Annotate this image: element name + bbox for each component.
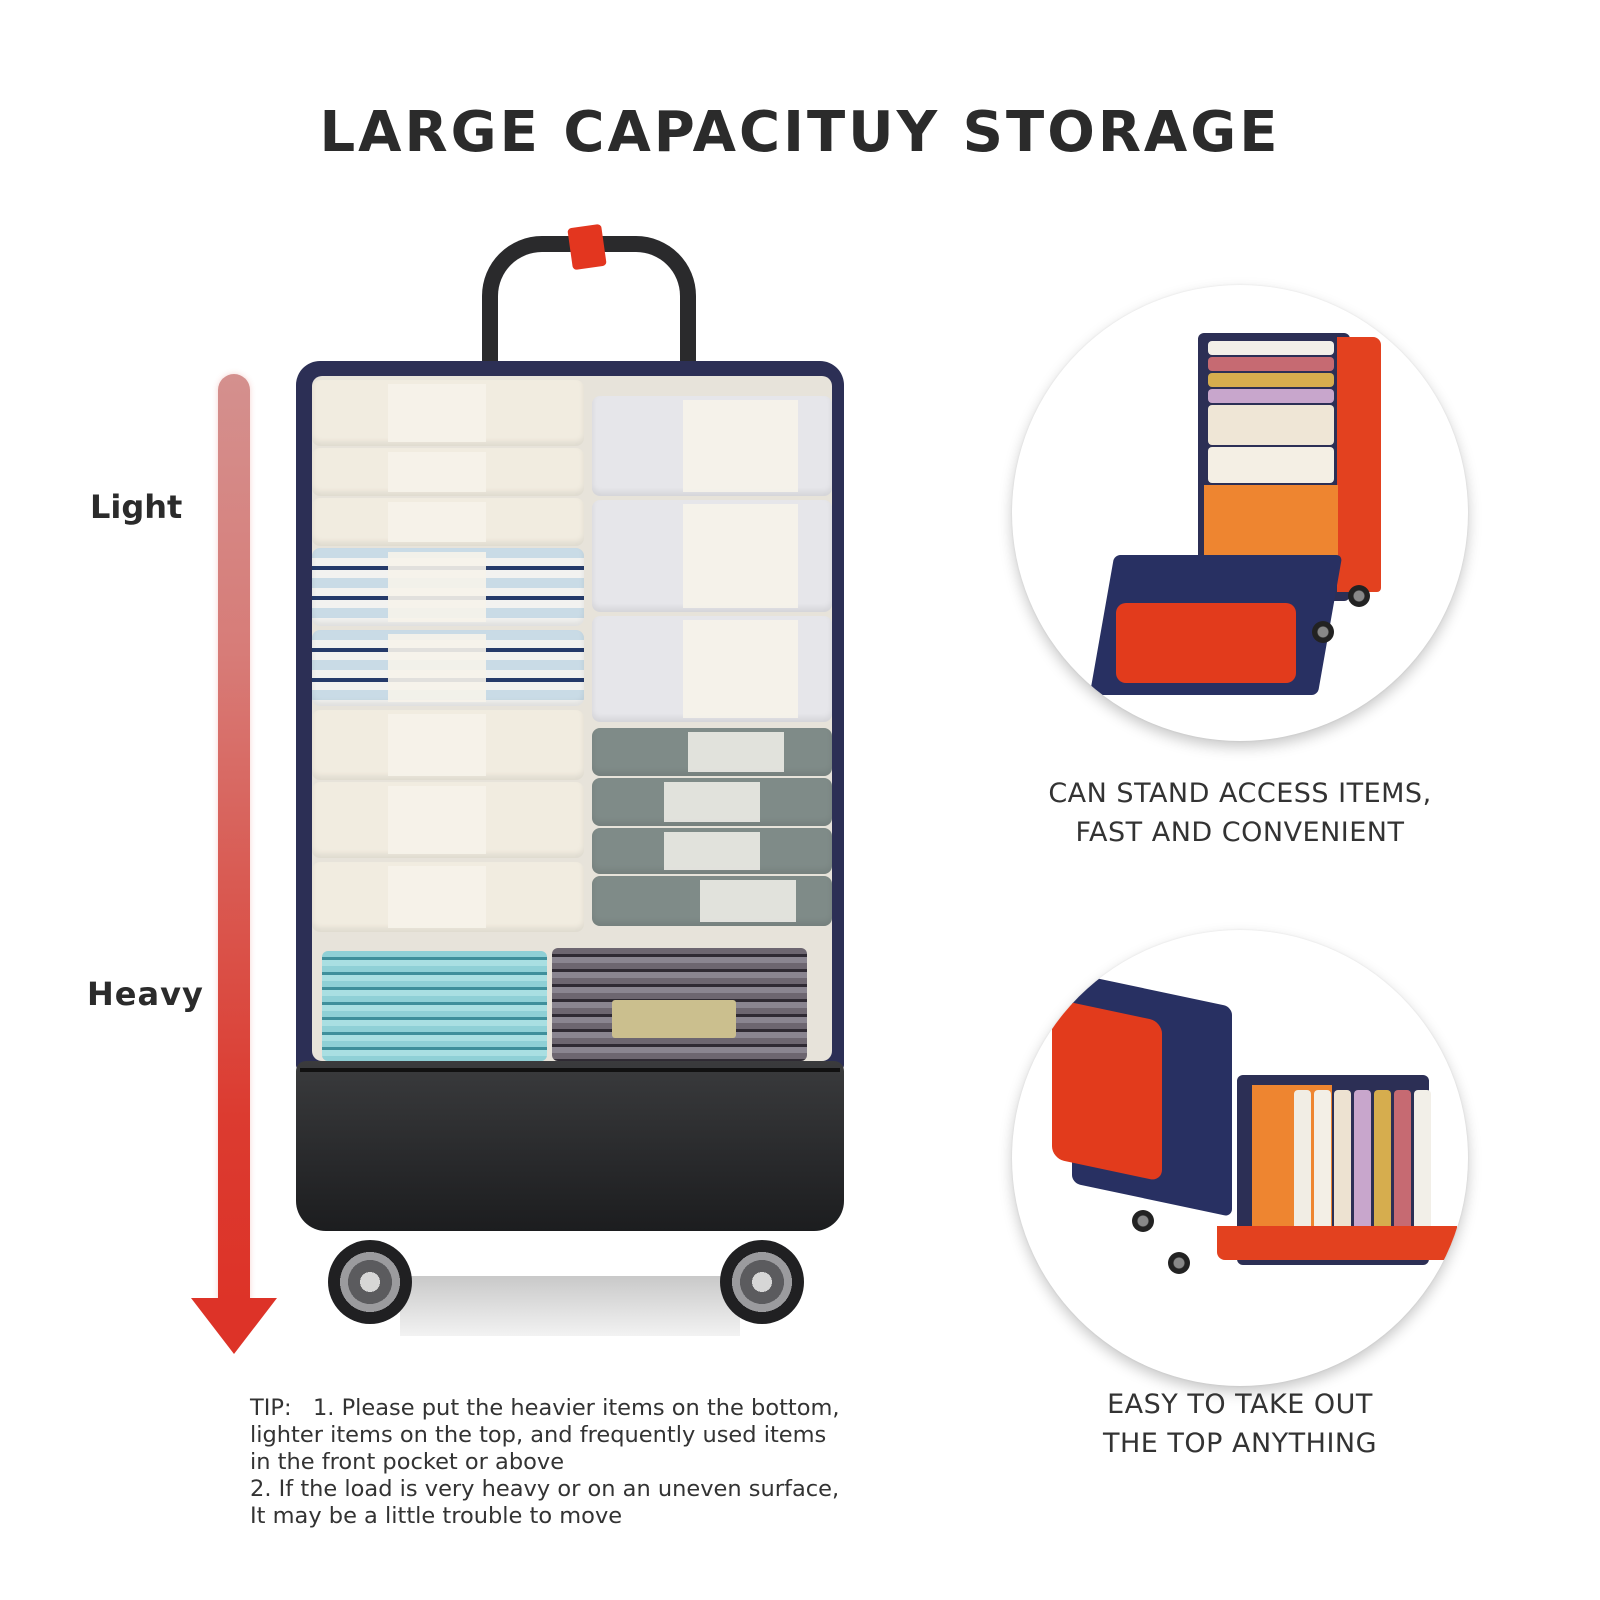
- clothing-roll: [312, 782, 584, 858]
- clothing-roll: [592, 876, 832, 926]
- clothing-roll: [312, 498, 584, 546]
- clothing-roll: [312, 448, 584, 496]
- mini-suitcase-side: [1217, 1226, 1457, 1260]
- tip-line: in the front pocket or above: [250, 1449, 565, 1475]
- towel: [1314, 1090, 1331, 1230]
- towel: [1294, 1090, 1311, 1230]
- wheel-icon: [720, 1240, 804, 1324]
- towel: [1208, 405, 1334, 445]
- floor-shadow: [400, 1276, 740, 1336]
- feature-image-top-open: [1012, 930, 1468, 1386]
- feature-caption-standing: CAN STAND ACCESS ITEMS, FAST AND CONVENI…: [1020, 774, 1460, 852]
- teal-toiletry-pouch: [322, 951, 547, 1061]
- wheel-icon: [1168, 1252, 1190, 1274]
- clothing-roll: [312, 710, 584, 780]
- red-detachable-bag: [1116, 603, 1296, 683]
- left-stack: [312, 376, 584, 936]
- clothing-roll: [592, 500, 832, 612]
- clothing-roll: [592, 778, 832, 826]
- towel: [1414, 1090, 1431, 1230]
- towel: [1334, 1090, 1351, 1230]
- tip-line: lighter items on the top, and frequently…: [250, 1422, 827, 1448]
- towel: [1354, 1090, 1371, 1230]
- caption-line: FAST AND CONVENIENT: [1075, 817, 1405, 848]
- suitcase-handle: [482, 236, 696, 386]
- wheel-icon: [1312, 621, 1334, 643]
- heavy-label: Heavy: [87, 975, 204, 1013]
- caption-line: EASY TO TAKE OUT: [1107, 1389, 1373, 1420]
- zipper: [300, 1068, 840, 1072]
- wheel-icon: [1132, 1210, 1154, 1232]
- main-suitcase-image: [290, 223, 860, 1346]
- clothing-roll: [312, 862, 584, 932]
- towel: [1208, 389, 1334, 403]
- towel: [1394, 1090, 1411, 1230]
- tip-line: 2. If the load is very heavy or on an un…: [250, 1476, 840, 1502]
- clothing-roll: [592, 828, 832, 874]
- tip-line: TIP: 1. Please put the heavier items on …: [250, 1395, 840, 1421]
- caption-line: THE TOP ANYTHING: [1102, 1428, 1378, 1459]
- wheel-icon: [1348, 585, 1370, 607]
- packing-compartment: [312, 376, 832, 1061]
- handle-tag: [567, 223, 607, 271]
- clothing-roll: [592, 396, 832, 496]
- pouch-label-patch: [612, 1000, 736, 1038]
- clothing-roll: [592, 728, 832, 776]
- mini-suitcase-side: [1337, 337, 1381, 592]
- towel: [1208, 357, 1334, 371]
- red-detachable-bag: [1052, 998, 1162, 1182]
- light-label: Light: [90, 488, 183, 526]
- arrow-down-icon: [191, 1298, 277, 1354]
- wheel-icon: [328, 1240, 412, 1324]
- towel: [1208, 373, 1334, 387]
- tip-line: It may be a little trouble to move: [250, 1503, 623, 1529]
- towel: [1208, 341, 1334, 355]
- feature-image-standing: [1012, 285, 1468, 741]
- suitcase-hard-base: [296, 1061, 844, 1231]
- clothing-roll: [312, 380, 584, 446]
- right-stack: [592, 376, 832, 936]
- caption-line: CAN STAND ACCESS ITEMS,: [1048, 778, 1432, 809]
- feature-caption-top-open: EASY TO TAKE OUT THE TOP ANYTHING: [1060, 1385, 1420, 1463]
- clothing-roll: [592, 616, 832, 722]
- towel: [1374, 1090, 1391, 1230]
- towel: [1208, 447, 1334, 483]
- weight-arrow-shaft: [218, 374, 250, 1302]
- page-title: LARGE CAPACITUY STORAGE: [319, 100, 1281, 165]
- clothing-roll: [312, 630, 584, 706]
- packing-tip: TIP: 1. Please put the heavier items on …: [250, 1395, 890, 1530]
- clothing-roll: [312, 548, 584, 626]
